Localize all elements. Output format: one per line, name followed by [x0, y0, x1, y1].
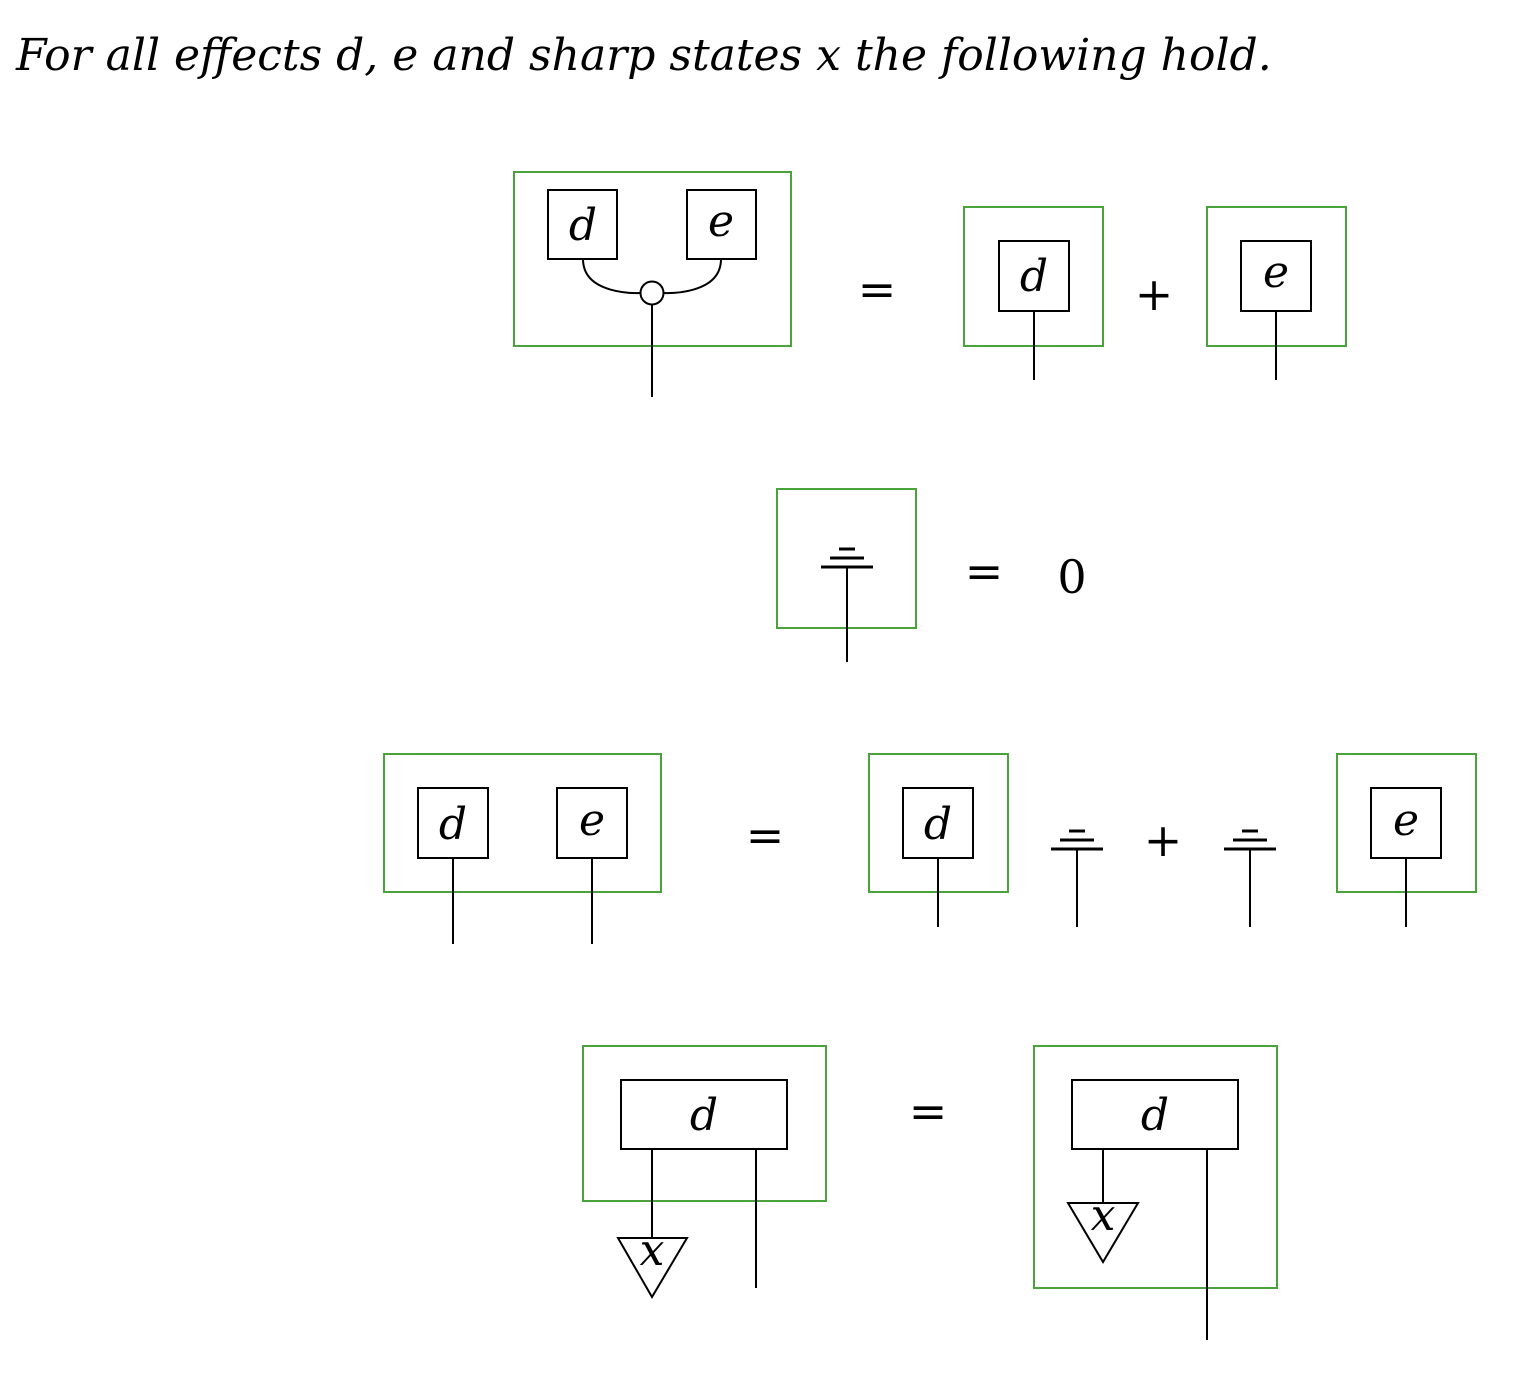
eq1-box-d: [547, 189, 618, 260]
eq4-lhs-state-triangle: [616, 1237, 689, 1299]
eq3-box-e: [556, 787, 628, 859]
eq2-equals: =: [965, 544, 1004, 598]
eq4-rhs-state-triangle: [1066, 1202, 1140, 1264]
intro-middle: and sharp states: [418, 30, 817, 81]
intro-sentence: For all effects d, e and sharp states x …: [16, 26, 1272, 86]
equation-3: d e = d + e: [383, 753, 1477, 944]
eq1-rhs-d: d: [963, 206, 1104, 380]
eq3-rhs-box-d: [902, 787, 974, 859]
eq3-box-d: [417, 787, 489, 859]
eq1-plus: +: [1135, 267, 1174, 321]
eq4-lhs: d x: [582, 1045, 827, 1299]
eq1-rhs-e: e: [1206, 206, 1347, 380]
eq4-rhs-label-x: x: [1091, 1190, 1116, 1241]
eq2-zero: 0: [1057, 550, 1086, 604]
intro-symbols: d, e: [336, 30, 419, 81]
eq3-lhs-bracket: [383, 753, 662, 893]
eq4-rhs: d x: [1033, 1045, 1278, 1340]
equation-1: d e = d + e: [513, 171, 1347, 397]
eq4-equals: =: [909, 1084, 948, 1138]
eq3-rhs-label-e: e: [1393, 795, 1419, 846]
intro-suffix: the following hold.: [840, 30, 1272, 81]
eq3-rhs-e: e: [1336, 753, 1477, 927]
eq3-label-e: e: [579, 795, 605, 846]
equation-4: d x = d x: [582, 1045, 1278, 1340]
eq2-discard-icon: [821, 547, 873, 662]
equation-2: = 0: [776, 488, 1087, 662]
eq1-label-d: d: [569, 200, 597, 251]
eq3-discard-icon-1: [1051, 829, 1103, 927]
eq1-rhs-box-e: [1240, 240, 1312, 312]
eq1-rhs-label-d: d: [1020, 251, 1048, 302]
eq1-rhs-box-d: [998, 240, 1070, 312]
eq4-lhs-box-d: [620, 1079, 788, 1150]
eq4-rhs-label-d: d: [1141, 1090, 1169, 1141]
intro-prefix: For all effects: [16, 30, 337, 81]
eq3-equals: =: [746, 808, 785, 862]
eq4-rhs-box-d: [1071, 1079, 1239, 1150]
eq1-rhs-label-e: e: [1263, 247, 1289, 298]
eq4-lhs-bracket: [582, 1045, 827, 1202]
eq3-label-d: d: [439, 799, 467, 850]
eq3-plus: +: [1144, 813, 1183, 867]
eq1-wire-e: [662, 258, 722, 295]
eq1-label-e: e: [708, 196, 734, 247]
eq4-lhs-label-d: d: [690, 1090, 718, 1141]
eq3-rhs-box-e: [1370, 787, 1442, 859]
eq4-rhs-bracket: [1033, 1045, 1278, 1289]
eq3-rhs-label-d: d: [924, 799, 952, 850]
eq1-box-e: [686, 189, 757, 260]
eq3-lhs: d e: [383, 753, 662, 944]
eq4-lhs-label-x: x: [640, 1225, 665, 1276]
eq3-rhs-d: d: [868, 753, 1009, 927]
eq1-merge-node: [639, 280, 665, 306]
intro-state: x: [816, 30, 841, 81]
eq1-equals: =: [858, 262, 897, 316]
eq1-lhs: d e: [513, 171, 792, 397]
eq1-wire-d: [582, 258, 642, 295]
eq3-discard-icon-2: [1224, 829, 1276, 927]
